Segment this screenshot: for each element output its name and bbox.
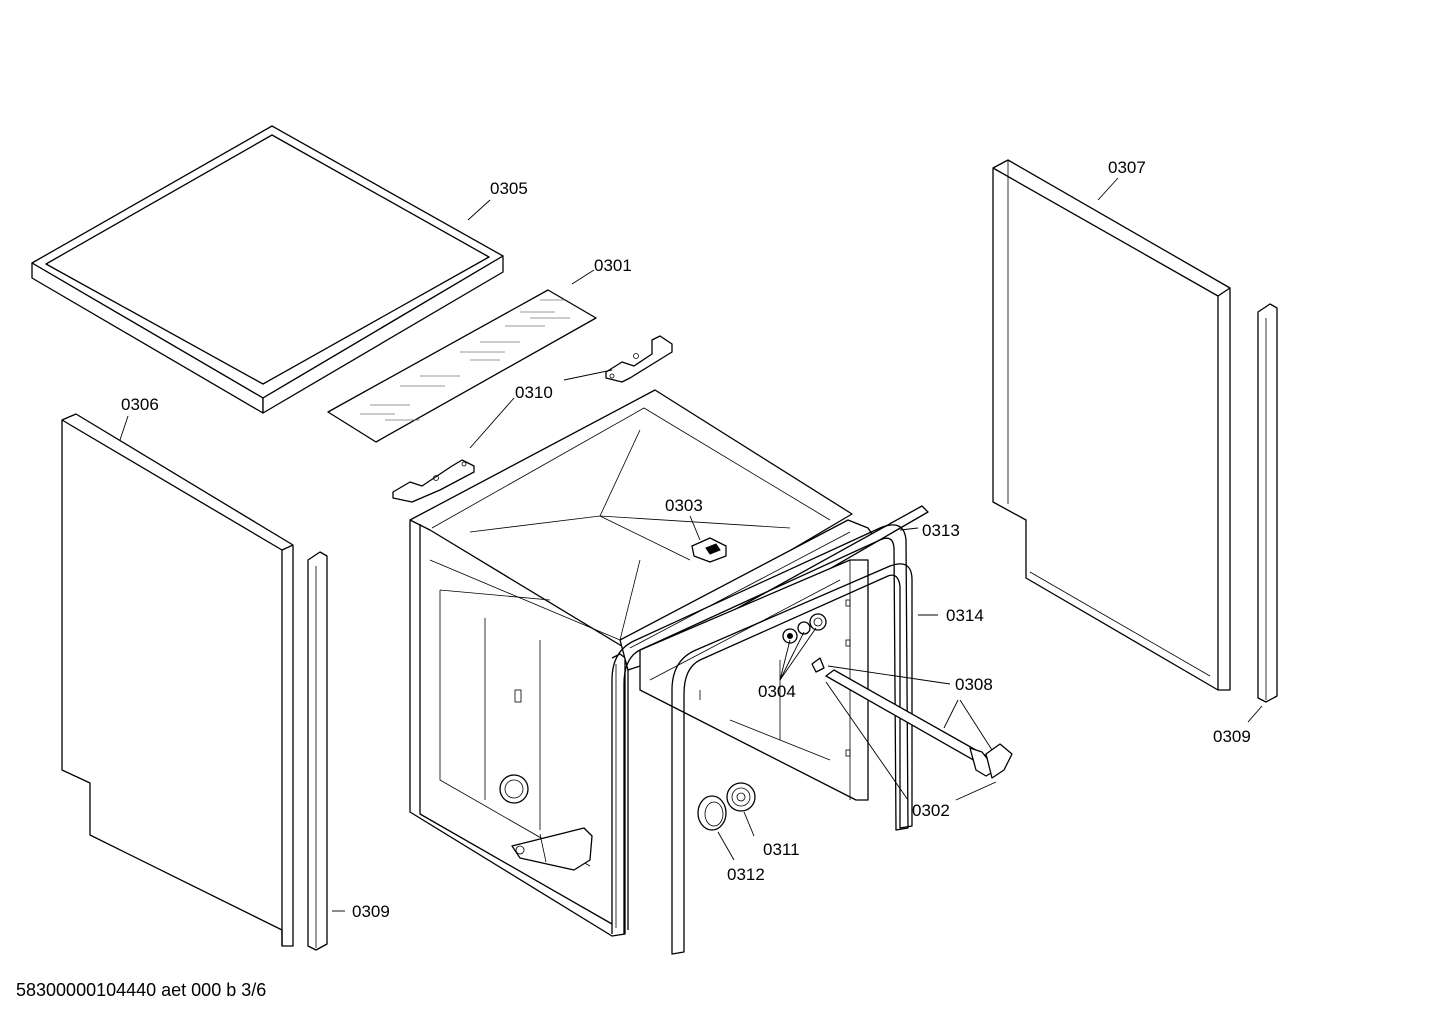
label-0308: 0308	[955, 675, 993, 694]
top-cover-panel	[31, 125, 504, 414]
insulation-strip	[327, 289, 597, 443]
label-0303: 0303	[665, 496, 703, 515]
label-0304: 0304	[758, 682, 796, 701]
mounting-bracket-lower	[392, 459, 475, 503]
part-labels: 0305 0301 0310 0306 0307 0303 0313 0314 …	[121, 158, 1251, 921]
label-0306: 0306	[121, 395, 159, 414]
label-0307: 0307	[1108, 158, 1146, 177]
label-0314: 0314	[946, 606, 984, 625]
label-0311: 0311	[763, 840, 800, 859]
label-0309-left: 0309	[352, 902, 390, 921]
left-edge-strip	[307, 551, 328, 951]
label-0310: 0310	[515, 383, 553, 402]
label-0312: 0312	[727, 865, 765, 884]
filter-cap	[726, 782, 756, 812]
mounting-bracket-upper	[605, 335, 673, 383]
label-0301: 0301	[594, 256, 632, 275]
label-0309-right: 0309	[1213, 727, 1251, 746]
label-0305: 0305	[490, 179, 528, 198]
label-0313: 0313	[922, 521, 960, 540]
left-side-panel	[61, 413, 294, 947]
document-code: 58300000104440 aet 000 b 3/6	[16, 980, 267, 1000]
sealing-ring	[697, 795, 727, 831]
door-spring-rod	[811, 657, 1013, 779]
mounting-screws	[782, 613, 827, 644]
dishwasher-tub	[409, 389, 853, 937]
door-seal-frame	[611, 524, 913, 955]
label-0302: 0302	[912, 801, 950, 820]
right-side-panel	[992, 159, 1231, 691]
door-catch-clip	[691, 537, 727, 563]
leader-lines	[119, 177, 1263, 912]
right-edge-strip	[1257, 303, 1278, 703]
